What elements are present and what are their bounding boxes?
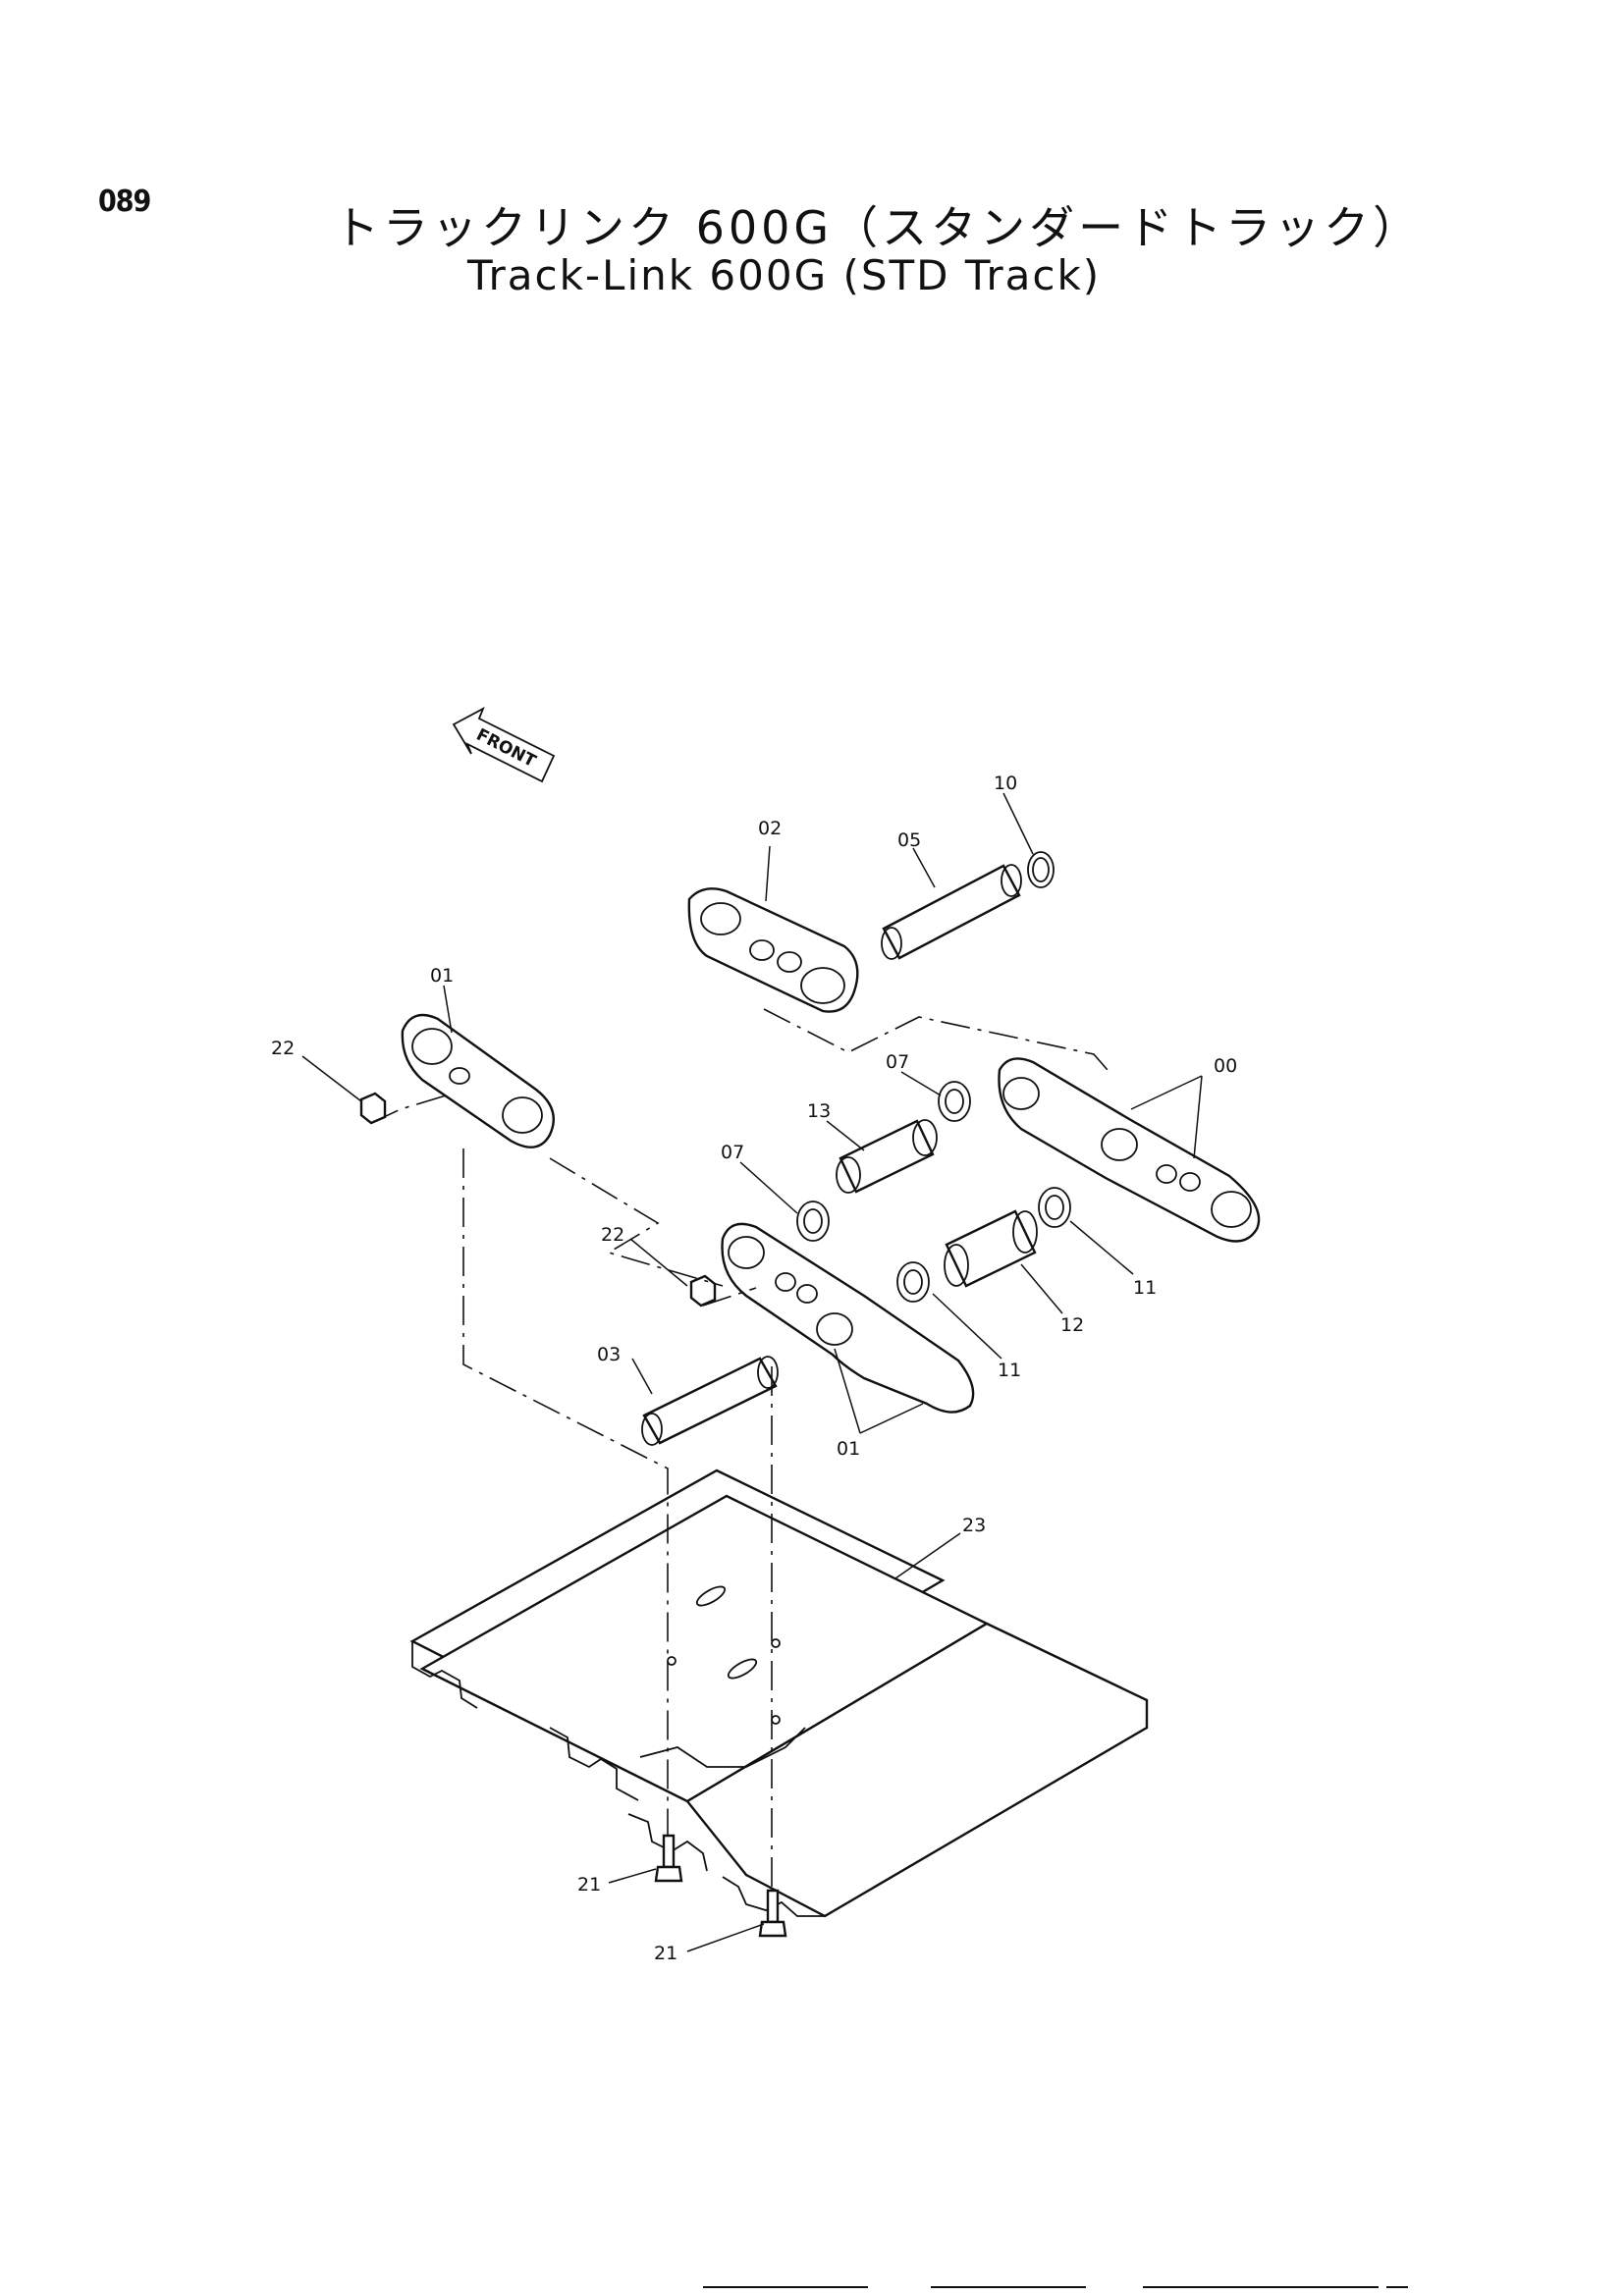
bushing-13 [836, 1119, 938, 1194]
callout-23: 23 [962, 1515, 986, 1536]
assembly-lines [370, 1008, 1109, 1891]
track-shoe-plates [409, 1468, 1149, 1918]
nut-22-lower [689, 1274, 717, 1308]
callout-02: 02 [758, 818, 782, 839]
seal-07-upper [938, 1081, 971, 1122]
leader-lines [301, 792, 1203, 1952]
callout-11-right: 11 [1133, 1277, 1157, 1299]
callout-11-left: 11 [998, 1360, 1021, 1381]
track-pin-05 [881, 864, 1022, 960]
callout-05: 05 [897, 829, 921, 851]
track-link-02 [687, 887, 859, 1013]
page-number: 089 [98, 185, 151, 219]
seal-11-left [896, 1261, 930, 1303]
callout-22-lower: 22 [601, 1224, 624, 1246]
callout-13: 13 [807, 1100, 831, 1122]
callout-21-right: 21 [654, 1943, 677, 1964]
page-title-japanese: トラックリンク 600G（スタンダードトラック） [334, 201, 1423, 254]
snap-ring-10 [1027, 851, 1055, 888]
seal-07-lower [796, 1201, 830, 1242]
page-title-english: Track-Link 600G (STD Track) [467, 251, 1102, 299]
callout-labels: 02 05 10 01 22 00 07 13 07 11 12 11 22 0… [271, 773, 1237, 1964]
bolt-21-right [758, 1889, 787, 1938]
track-link-00 [998, 1057, 1261, 1243]
callout-07-lower: 07 [721, 1142, 744, 1163]
callout-00: 00 [1214, 1055, 1237, 1077]
seal-11-right [1038, 1187, 1071, 1228]
bolt-21-left [654, 1834, 683, 1883]
track-pin-03 [641, 1356, 779, 1446]
track-link-01-left [401, 1013, 555, 1148]
bushing-12 [944, 1209, 1038, 1288]
track-link-01-center [721, 1222, 975, 1414]
callout-12: 12 [1060, 1314, 1084, 1336]
callout-07-upper: 07 [886, 1051, 909, 1073]
callout-01-lower: 01 [837, 1438, 860, 1460]
front-arrow-icon: FRONT [452, 707, 556, 783]
callout-10: 10 [994, 773, 1017, 794]
callout-01-upper: 01 [430, 965, 454, 987]
callout-03: 03 [597, 1344, 621, 1365]
callout-21-left: 21 [577, 1874, 601, 1896]
callout-22-upper: 22 [271, 1038, 295, 1059]
